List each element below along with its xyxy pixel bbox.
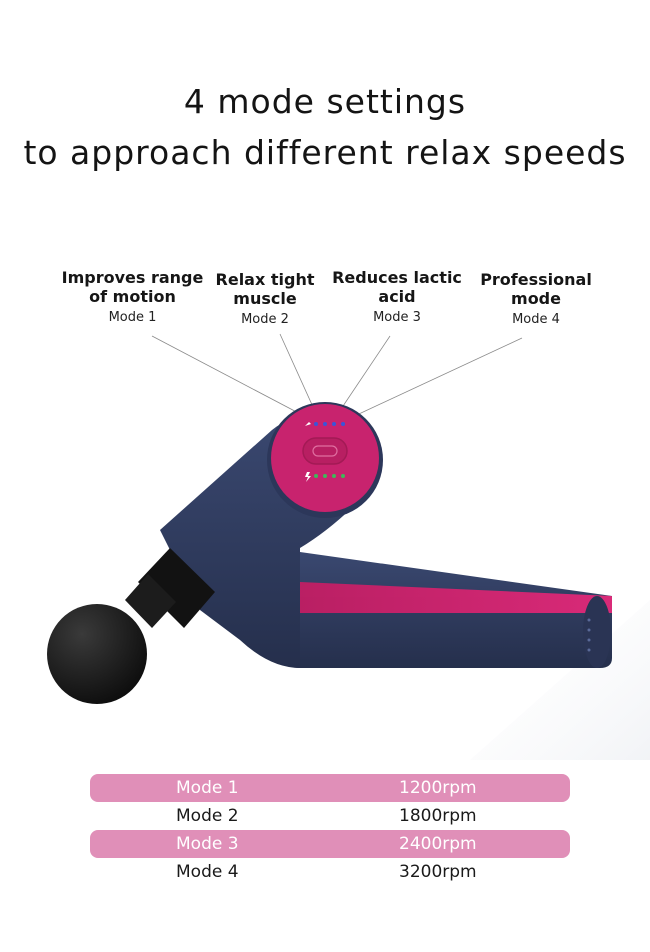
- attachment-collar: [138, 548, 215, 628]
- mode-description: Relax tight muscle: [215, 270, 315, 308]
- mode-name: Mode 4: [512, 312, 560, 327]
- callout-line-mode-3: [334, 335, 391, 419]
- speed-row-rpm: 2400rpm: [399, 834, 477, 854]
- mode-description: Reduces lactic acid: [332, 268, 462, 306]
- battery-charge-icon: [305, 472, 311, 482]
- speed-row-rpm: 1200rpm: [399, 778, 477, 798]
- speed-row-rpm: 3200rpm: [399, 862, 477, 882]
- battery-led-1: [314, 474, 318, 478]
- mode-name: Mode 3: [373, 310, 421, 325]
- speed-row-mode: Mode 2: [176, 806, 239, 826]
- mode-callout-1: Improves range of motion Mode 1: [60, 268, 205, 325]
- mode-4-led: [341, 422, 345, 426]
- mode-name: Mode 2: [241, 312, 289, 327]
- battery-led-2: [323, 474, 327, 478]
- speed-row-mode: Mode 1: [176, 778, 239, 798]
- speed-row-mode: Mode 4: [176, 862, 239, 882]
- headline-line-2: to approach different relax speeds: [23, 133, 627, 172]
- battery-level-dots: [314, 474, 345, 478]
- rear-indicator-dots: [587, 618, 591, 652]
- ball-massage-head: [47, 604, 147, 704]
- massage-gun-illustration: [47, 333, 650, 760]
- power-button-inner-ring: [312, 445, 338, 457]
- mode-name: Mode 1: [108, 310, 157, 325]
- mode-3-led: [332, 422, 336, 426]
- speed-row-3: Mode 3 2400rpm: [90, 830, 570, 858]
- headline-line-1: 4 mode settings: [183, 82, 467, 121]
- callout-line-mode-1: [151, 335, 309, 419]
- speed-row-2: Mode 2 1800rpm: [90, 802, 570, 830]
- speed-row-4: Mode 4 3200rpm: [90, 858, 570, 886]
- power-button[interactable]: [302, 437, 348, 465]
- speed-row-mode: Mode 3: [176, 834, 239, 854]
- rear-cap: [583, 596, 611, 668]
- mode-2-led: [323, 422, 327, 426]
- mode-callout-2: Relax tight muscle Mode 2: [205, 270, 325, 327]
- battery-led-4: [341, 474, 345, 478]
- attachment-shaft: [125, 574, 176, 628]
- mode-callout-4: Professional mode Mode 4: [470, 270, 602, 327]
- speed-indicator-dots: [314, 422, 345, 426]
- speed-row-1: Mode 1 1200rpm: [90, 774, 570, 802]
- mode-callout-3: Reduces lactic acid Mode 3: [327, 268, 467, 325]
- mode-description: Improves range of motion: [61, 268, 204, 306]
- speed-row-rpm: 1800rpm: [399, 806, 477, 826]
- handle-top-face: [300, 597, 612, 613]
- mode-description: Professional mode: [480, 270, 592, 308]
- mode-1-led: [314, 422, 318, 426]
- callout-line-mode-4: [345, 337, 523, 421]
- battery-led-3: [332, 474, 336, 478]
- speed-indicator-icon: [305, 422, 311, 426]
